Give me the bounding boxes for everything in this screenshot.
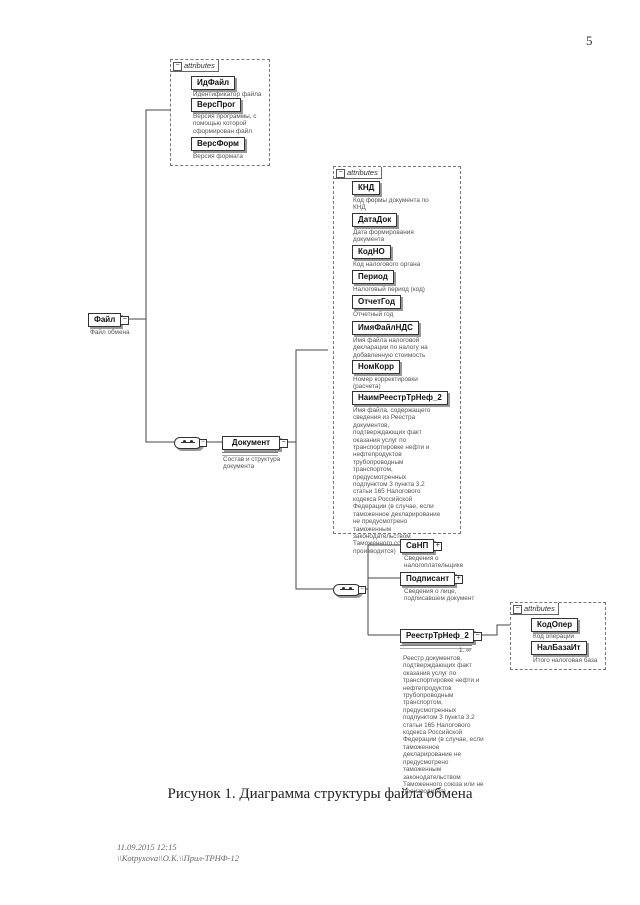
child-reestrtrnef2-desc: Реестр документов, подтверждающих факт о…: [403, 655, 484, 796]
document-attributes-group: −attributes КНД Код формы документа по К…: [333, 166, 461, 555]
footer-timestamp: 11.09.2015 12:15: [117, 842, 177, 852]
expand-icon[interactable]: −: [279, 439, 288, 448]
document-attributes-header[interactable]: −attributes: [334, 167, 382, 179]
expand-icon[interactable]: −: [120, 316, 130, 325]
page-number: 5: [586, 33, 593, 48]
attr-knd-desc: Код формы документа по КНД: [353, 197, 429, 212]
attributes-label: attributes: [184, 61, 215, 70]
attr-knd[interactable]: КНД: [352, 181, 381, 195]
root-attributes-group: −attributes ИдФайл Идентификатор файла В…: [170, 59, 270, 166]
attr-otchetgod[interactable]: ОтчетГод: [352, 295, 402, 309]
attr-kodno-label: КодНО: [358, 247, 385, 256]
root-node-label: Файл: [94, 315, 116, 324]
child-svnp[interactable]: СвНП +: [400, 539, 443, 553]
attr-imyafaylnds-label: ИмяФайлНДС: [358, 323, 413, 332]
attr-idfile-desc: Идентификатор файла: [193, 91, 262, 98]
attributes-label: attributes: [347, 168, 378, 177]
child-svnp-desc: Сведения о налогоплательщике: [404, 555, 464, 570]
attr-versprog-label: ВерсПрог: [197, 100, 236, 109]
attr-versform-label: ВерсФорм: [197, 139, 239, 148]
attr-period-desc: Налоговый период (код): [353, 286, 425, 293]
expand-icon[interactable]: −: [473, 632, 482, 641]
attr-nomkorr[interactable]: НомКорр: [352, 360, 401, 374]
expand-icon[interactable]: +: [454, 575, 464, 584]
document-node-label: Документ: [231, 438, 271, 447]
child-reestrtrnef2[interactable]: РеестрТрНеф_2 −: [400, 629, 482, 643]
collapse-icon[interactable]: −: [173, 62, 182, 71]
attr-period[interactable]: Период: [352, 270, 394, 284]
attr-nomkorr-desc: Номер корректировки (расчета): [353, 376, 418, 391]
attr-imyafaylnds-desc: Имя файла налоговой декларации по налогу…: [353, 337, 428, 359]
reestr-attributes-group: −attributes КодОпер Код операции НалБаза…: [510, 602, 606, 670]
attr-naimreestrtrnef2[interactable]: НаимРеестрТрНеф_2: [352, 391, 448, 405]
root-node-desc: Файл обмена: [90, 329, 130, 336]
attr-knd-label: КНД: [358, 183, 375, 192]
root-node-file[interactable]: Файл −: [88, 313, 130, 327]
attr-nalbazait-label: НалБазаИт: [537, 643, 581, 652]
document-node[interactable]: Документ −: [222, 436, 288, 450]
attr-versform-desc: Версия формата: [193, 153, 243, 160]
document-node-desc: Состав и структура документа: [223, 456, 281, 471]
sequence-compositor-icon-2[interactable]: −: [333, 584, 366, 596]
child-podpisant[interactable]: Подписант +: [400, 572, 464, 586]
attr-versprog-desc: Версия программы, с помощью которой сфор…: [193, 113, 257, 135]
attr-datadok[interactable]: ДатаДок: [352, 213, 398, 227]
attr-datadok-label: ДатаДок: [358, 215, 392, 224]
reestr-multiplicity: 1..∞: [459, 647, 471, 654]
attr-kodno[interactable]: КодНО: [352, 245, 391, 259]
attr-datadok-desc: Дата формирования документа: [353, 229, 414, 244]
attr-kodoper[interactable]: КодОпер: [531, 618, 579, 632]
child-reestrtrnef2-label: РеестрТрНеф_2: [406, 631, 469, 640]
attr-nalbazait[interactable]: НалБазаИт: [531, 641, 587, 655]
child-svnp-label: СвНП: [406, 541, 429, 550]
attr-nomkorr-label: НомКорр: [358, 362, 395, 371]
sequence-compositor-icon[interactable]: −: [174, 437, 207, 449]
attr-kodoper-desc: Код операции: [533, 633, 575, 640]
attr-imyafaylnds[interactable]: ИмяФайлНДС: [352, 321, 419, 335]
figure-caption: Рисунок 1. Диаграмма структуры файла обм…: [167, 786, 473, 802]
child-podpisant-label: Подписант: [406, 574, 450, 583]
attr-naimreestrtrnef2-desc: Имя файла, содержащего сведения из Реест…: [353, 407, 441, 555]
attr-naimreestrtrnef2-label: НаимРеестрТрНеф_2: [358, 393, 442, 402]
attr-idfile[interactable]: ИдФайл: [191, 76, 236, 90]
reestr-attributes-header[interactable]: −attributes: [511, 603, 559, 615]
expand-icon[interactable]: +: [433, 542, 443, 551]
attr-kodoper-label: КодОпер: [537, 620, 573, 629]
attr-period-label: Период: [358, 272, 388, 281]
attr-otchetgod-label: ОтчетГод: [358, 297, 396, 306]
attr-nalbazait-desc: Итого налоговая база: [533, 657, 598, 664]
child-podpisant-desc: Сведения о лице, подписавшем документ: [404, 588, 475, 603]
reestr-underline: [400, 645, 472, 649]
attr-versprog[interactable]: ВерсПрог: [191, 98, 242, 112]
attr-otchetgod-desc: Отчетный год: [353, 311, 394, 318]
root-attributes-header[interactable]: −attributes: [171, 60, 219, 72]
footer-path: \\Kotpyxova\\O.K.\\Прил-ТРНФ-12: [117, 853, 239, 863]
attr-versform[interactable]: ВерсФорм: [191, 137, 245, 151]
collapse-icon[interactable]: −: [513, 605, 522, 614]
collapse-icon[interactable]: −: [336, 169, 345, 178]
document-underline: [222, 452, 278, 456]
attr-kodno-desc: Код налогового органа: [353, 261, 421, 268]
attr-idfile-label: ИдФайл: [197, 78, 230, 87]
attributes-label: attributes: [524, 604, 555, 613]
